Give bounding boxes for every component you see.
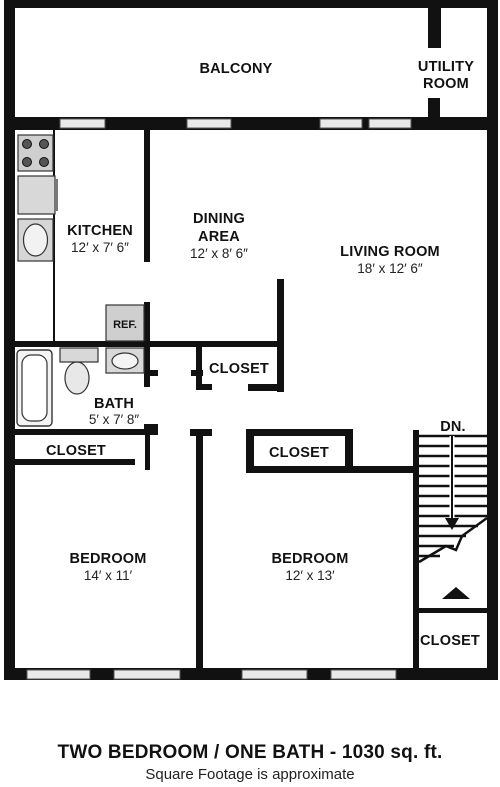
bath-sink <box>105 347 145 374</box>
bath-label: BATH <box>94 396 134 412</box>
bedroom2-dimensions: 12′ x 13′ <box>285 568 335 583</box>
kitchen-dimensions: 12′ x 7′ 6″ <box>71 240 129 255</box>
stove <box>17 134 54 172</box>
utility-room-walls <box>428 0 441 120</box>
dining-label-line1: DINING <box>193 211 245 227</box>
hall-closet-label: CLOSET <box>209 361 269 377</box>
plan-title: TWO BEDROOM / ONE BATH - 1030 sq. ft. <box>57 742 443 763</box>
stairs-down-label: DN. <box>440 419 466 435</box>
toilet <box>59 347 99 395</box>
stair-closet-label: CLOSET <box>420 633 480 649</box>
windows <box>26 118 412 680</box>
floor-plan: REF. BALCONY UTILITY ROOM KITCHEN 12′ x … <box>4 0 498 680</box>
interior-walls <box>15 130 488 670</box>
living-room-label: LIVING ROOM <box>340 244 440 260</box>
outer-walls <box>4 0 498 680</box>
bedroom2-closet-label: CLOSET <box>269 445 329 461</box>
kitchen-sink <box>17 218 54 262</box>
dining-dimensions: 12′ x 8′ 6″ <box>190 246 248 261</box>
stair-arrow <box>442 436 470 599</box>
kitchen-label: KITCHEN <box>67 223 133 239</box>
stair-break-line <box>418 516 488 564</box>
bedroom2-label: BEDROOM <box>271 551 348 567</box>
bathtub <box>16 349 53 427</box>
bedroom1-dimensions: 14′ x 11′ <box>84 568 133 583</box>
refrigerator: REF. <box>105 304 145 342</box>
bath-dimensions: 5′ x 7′ 8″ <box>89 412 140 427</box>
fridge-label: REF. <box>113 319 137 331</box>
utility-room-label-line1: UTILITY <box>418 59 474 75</box>
dishwasher <box>17 175 58 215</box>
plan-subtitle: Square Footage is approximate <box>145 766 355 783</box>
dining-label-line2: AREA <box>198 229 240 245</box>
utility-room-label-line2: ROOM <box>423 76 469 92</box>
living-room-dimensions: 18′ x 12′ 6″ <box>357 261 423 276</box>
bedroom1-label: BEDROOM <box>69 551 146 567</box>
bath-closet-label: CLOSET <box>46 443 106 459</box>
balcony-label: BALCONY <box>199 61 272 77</box>
